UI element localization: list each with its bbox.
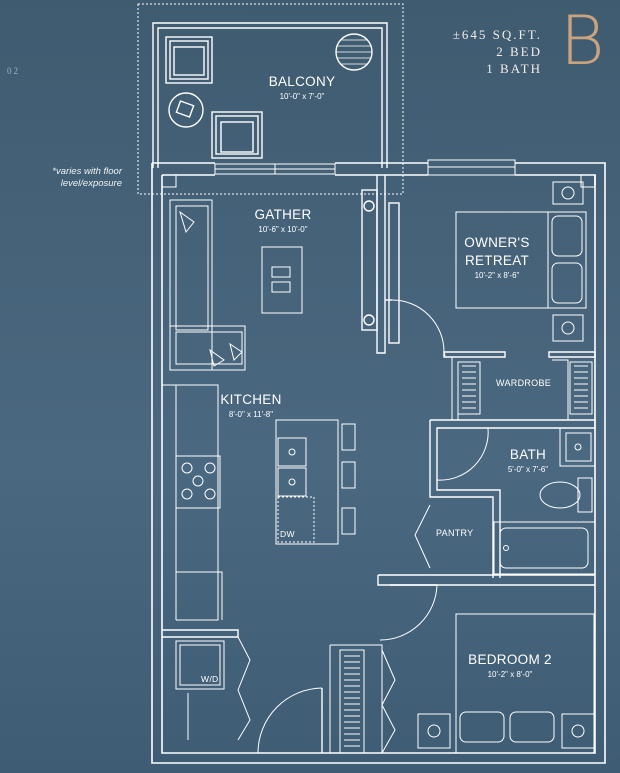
wardrobe: [451, 357, 593, 421]
room-dims: 10'-0" x 7'-0": [279, 92, 325, 101]
room-dims: 10'-2" x 8'-0": [487, 670, 533, 679]
bed: [417, 613, 595, 754]
bed: [455, 181, 587, 342]
balcony-sliding-door: [214, 163, 336, 175]
interior-wall: [361, 175, 400, 354]
kitchen-counter: [162, 384, 223, 621]
plan-baths: 1 BATH: [486, 61, 542, 76]
room-owners-retreat: OWNER'S RETREAT 10'-2" x 8'-6": [447, 234, 547, 281]
wardrobe-label: WARDROBE: [496, 378, 552, 388]
laundry-closet: [162, 629, 251, 741]
side-table-icon: [168, 92, 204, 128]
room-name: GATHER: [254, 207, 312, 222]
room-dims: 10'-2" x 8'-6": [474, 271, 520, 280]
room-name-line1: OWNER'S: [464, 235, 530, 250]
room-name: BEDROOM 2: [468, 652, 552, 667]
exposure-note: *varies with floor level/exposure: [52, 166, 122, 189]
entry-door-swing: [257, 687, 323, 754]
dishwasher-label: DW: [280, 529, 295, 539]
room-name: BATH: [509, 447, 547, 462]
page-mark: 02: [7, 66, 20, 76]
balcony-boundary: [137, 3, 404, 195]
plan-beds: 2 BED: [496, 44, 542, 59]
interior-wall: [443, 351, 596, 358]
room-bath: BATH 5'-0" x 7'-6": [478, 446, 578, 475]
window: [427, 159, 516, 176]
room-dims: 10'-6" x 10'-0": [258, 225, 308, 234]
door-swing: [436, 427, 489, 481]
balcony-chair: [211, 111, 263, 159]
room-dims: 8'-0" x 11'-8": [228, 410, 274, 419]
balcony-railing: [152, 22, 388, 168]
plan-area: ±645 SQ.FT.: [452, 27, 542, 42]
door-swing: [391, 299, 445, 353]
plan-letter: B: [560, 2, 605, 81]
pantry-door: [414, 504, 431, 569]
toilet-icon: [539, 477, 593, 513]
interior-wall: [377, 574, 595, 586]
balcony-chair: [165, 36, 213, 84]
interior-wall: [429, 480, 501, 578]
room-gather: GATHER 10'-6" x 10'-0": [233, 206, 333, 235]
kitchen-island: [275, 419, 339, 545]
coffee-table: [261, 246, 303, 314]
pantry-label: PANTRY: [436, 528, 474, 538]
room-name: BALCONY: [268, 74, 336, 89]
room-dims: 5'-0" x 7'-6": [507, 465, 549, 474]
room-balcony: BALCONY 10'-0" x 7'-0": [252, 73, 352, 102]
sofa: [169, 199, 246, 371]
door-swing: [379, 584, 438, 641]
washer-dryer-label: W/D: [201, 674, 219, 684]
plan-summary: ±645 SQ.FT. 2 BED 1 BATH: [453, 26, 542, 77]
stove-icon: [175, 455, 221, 509]
room-kitchen: KITCHEN 8'-0" x 11'-8": [201, 391, 301, 420]
room-name: KITCHEN: [220, 392, 282, 407]
room-bedroom-2: BEDROOM 2 10'-2" x 8'-0": [460, 651, 560, 680]
bar-stool: [341, 423, 356, 535]
grill-icon: [335, 33, 373, 71]
closet: [329, 644, 396, 754]
bathtub-icon: [493, 521, 596, 575]
bath-sink-icon: [559, 427, 596, 467]
room-name-line2: RETREAT: [464, 253, 530, 268]
